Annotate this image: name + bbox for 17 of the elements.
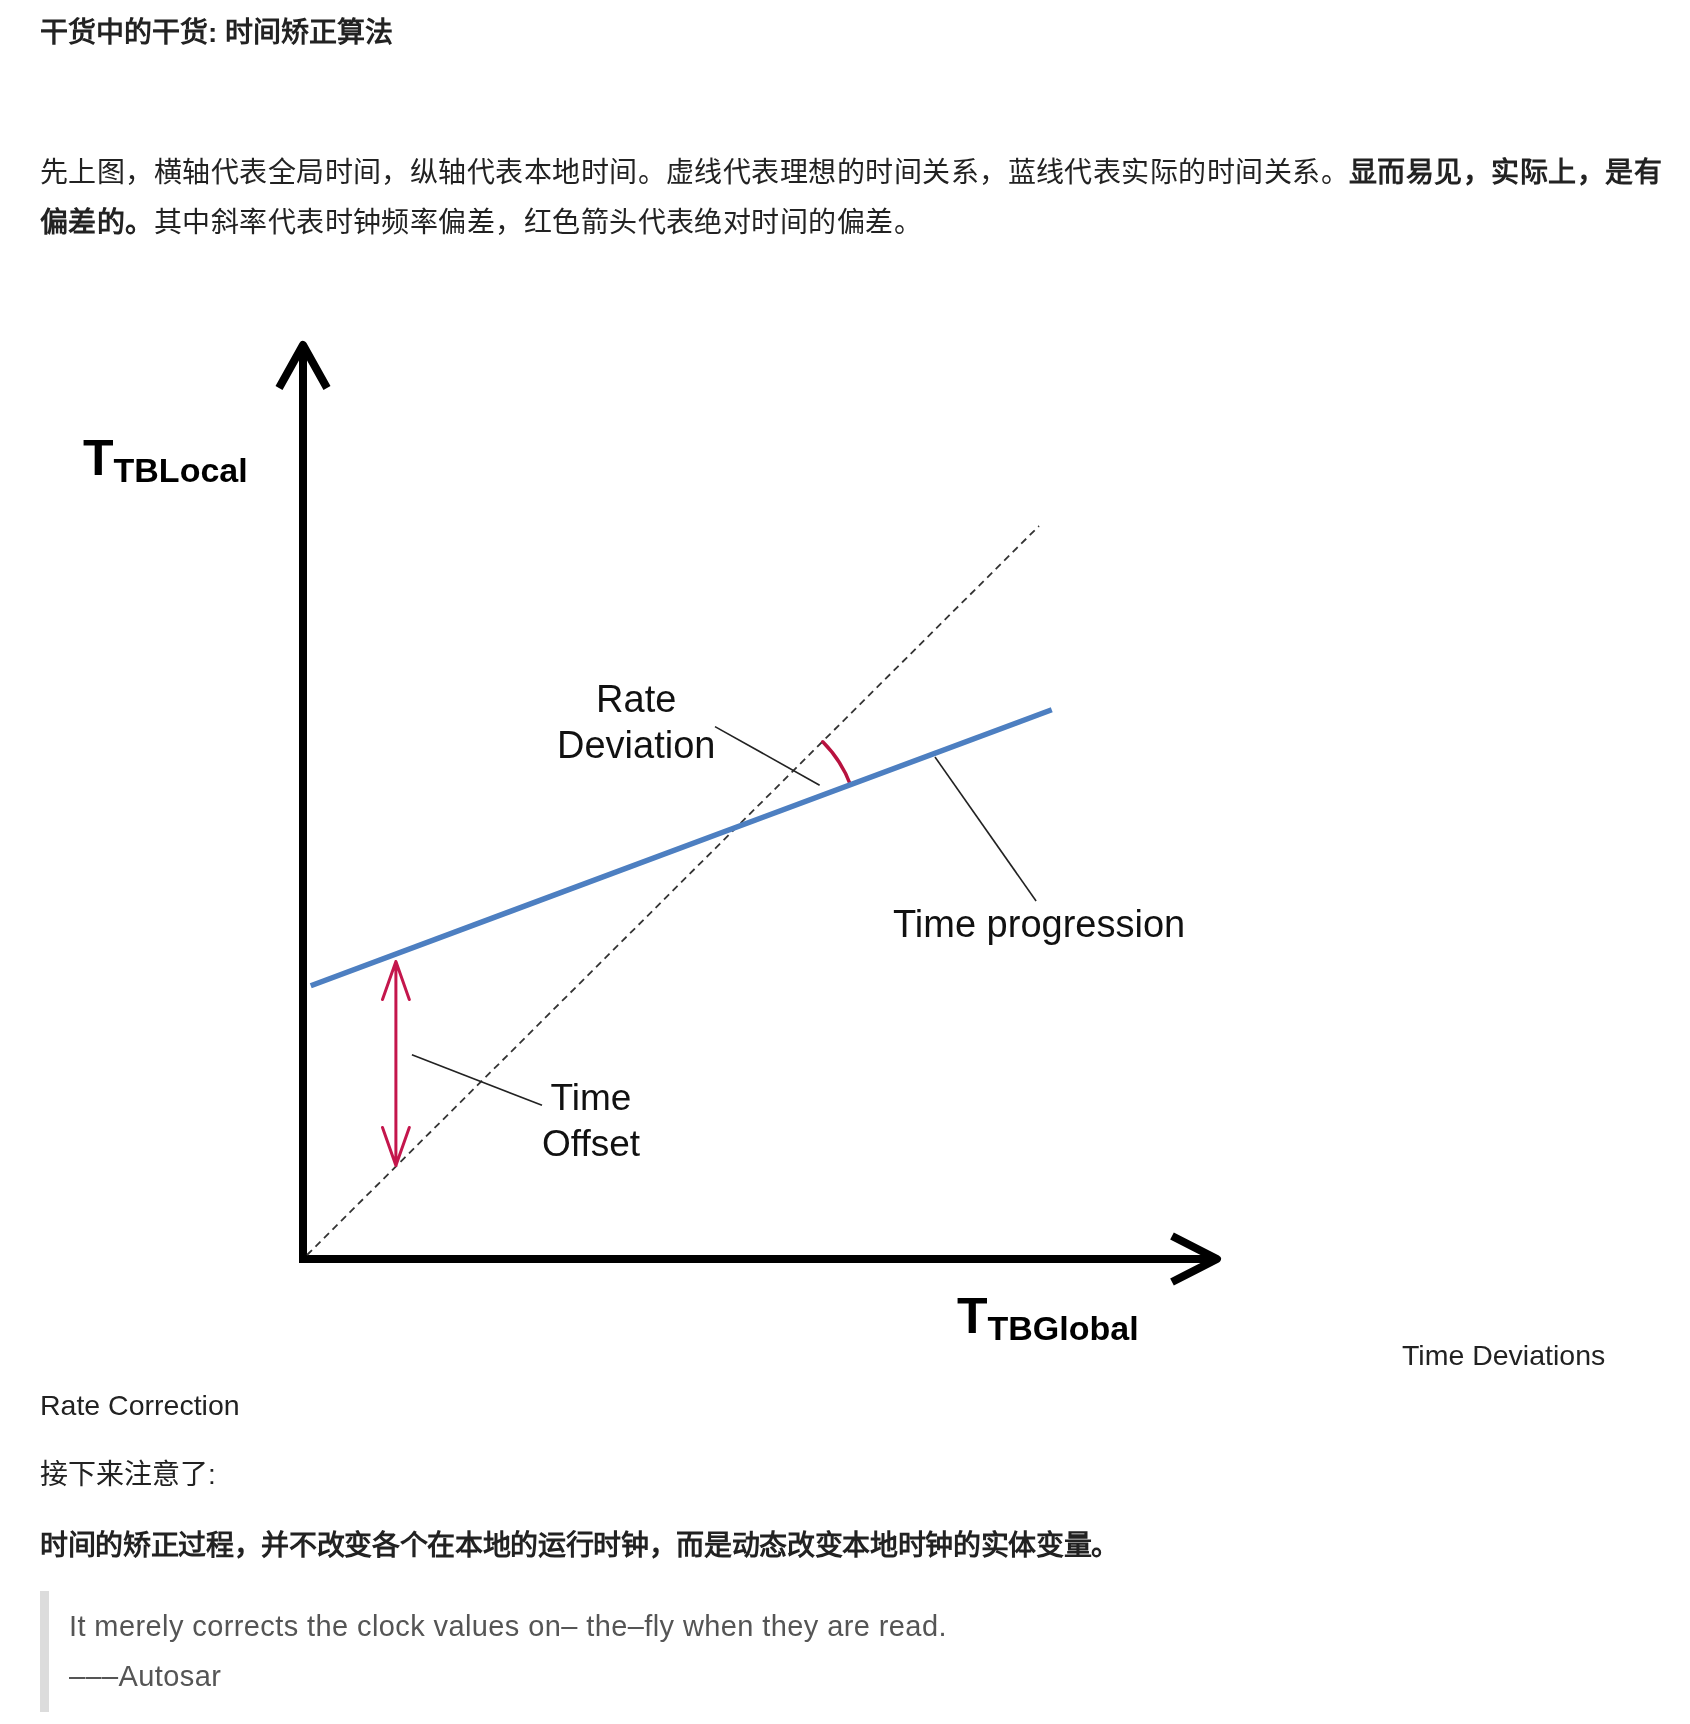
- quote-text: It merely corrects the clock values on– the–fly when they are read.: [69, 1609, 947, 1644]
- double-arrow: [380, 958, 412, 1168]
- paragraph: 先上图，横轴代表全局时间，纵轴代表本地时间。虚线代表理想的时间关系，蓝线代表实际的时间关系。显而易见，实际上，是有偏差的。其中斜率代表时钟频率偏差，红色箭头代表绝对时间的偏差。: [40, 156, 1663, 240]
- callout-text: Time progression: [893, 901, 1186, 947]
- quote-attribution: –––Autosar: [69, 1659, 222, 1694]
- caption-text: Time Deviations: [1402, 1338, 1606, 1373]
- caption-text: Rate Correction: [40, 1388, 240, 1423]
- leader-line: [714, 725, 821, 786]
- leader-line: [934, 756, 1037, 902]
- callout-text: Time Offset: [542, 1075, 640, 1167]
- paragraph: 时间的矫正过程，并不改变各个在本地的运行时钟，而是动态改变本地时钟的实体变量。: [40, 1529, 1119, 1563]
- leader-line: [411, 1053, 543, 1107]
- heading: 干货中的干货: 时间矫正算法: [40, 16, 394, 50]
- axis-label: T$_{TBGlobal}$: [957, 1288, 1139, 1344]
- paragraph: 接下来注意了:: [40, 1458, 216, 1492]
- axis-label: T$_{TBLocal}$: [83, 430, 248, 486]
- callout-text: Rate Deviation: [557, 676, 716, 768]
